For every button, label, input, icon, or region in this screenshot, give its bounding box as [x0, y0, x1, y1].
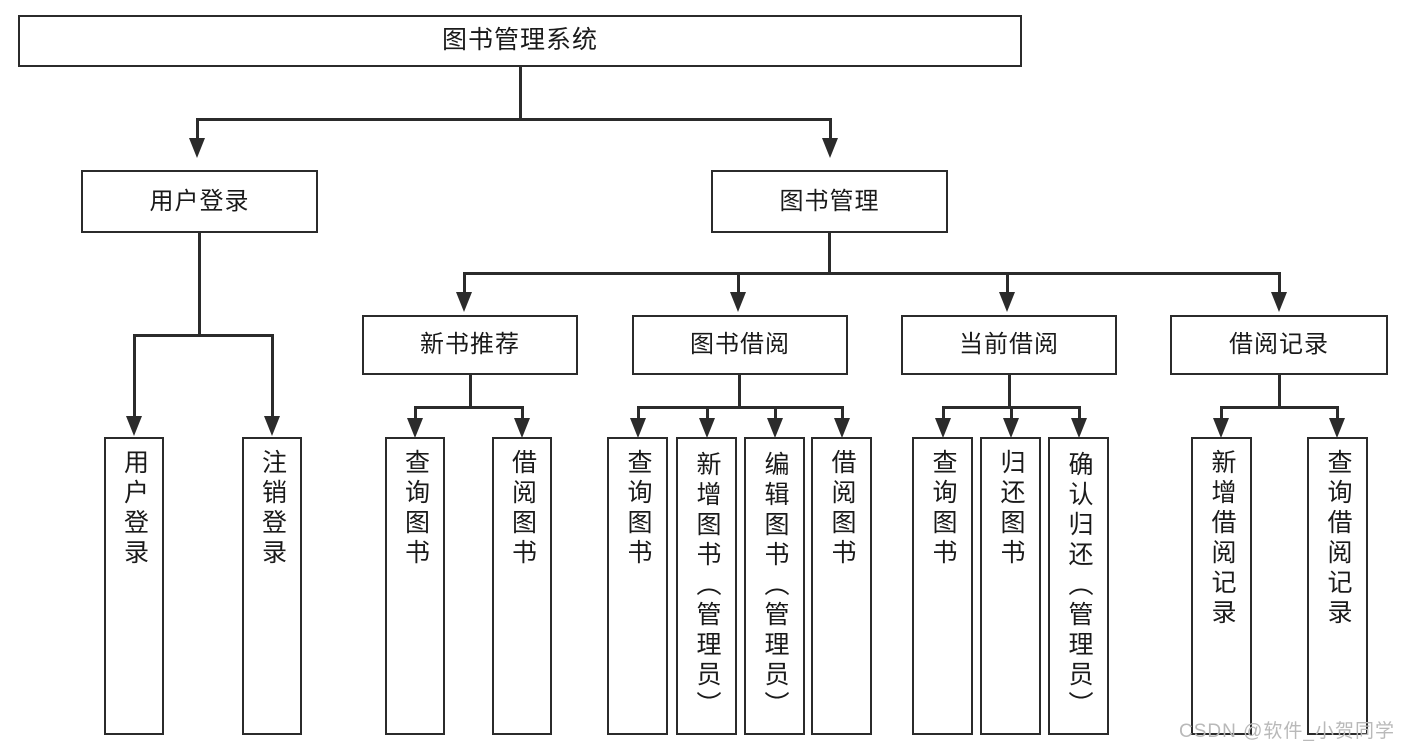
leaf-new-book-rec-1[interactable]: 查询图书 [385, 437, 445, 735]
edge-new-book-rec-to-leaf2 [521, 406, 524, 420]
arrow-to-book-borrow-leaf4 [834, 418, 850, 438]
edge-current-borrow-to-leaf3 [1078, 406, 1081, 420]
arrow-to-book-borrow-leaf2 [699, 418, 715, 438]
node-current-borrow[interactable]: 当前借阅 [901, 315, 1117, 375]
edge-borrow-record-stem [1278, 375, 1281, 408]
node-root[interactable]: 图书管理系统 [18, 15, 1022, 67]
arrow-to-borrow-record-leaf2 [1329, 418, 1345, 438]
node-new-book-rec-label: 新书推荐 [420, 331, 520, 358]
edge-current-borrow-to-leaf2 [1010, 406, 1013, 420]
edge-root-stem [519, 67, 522, 119]
leaf-current-borrow-2-label: 归还图书 [997, 449, 1025, 569]
edge-book-manage-to-book-borrow [737, 272, 740, 294]
edge-user-login-bus [133, 334, 273, 337]
leaf-book-borrow-4[interactable]: 借阅图书 [811, 437, 872, 735]
leaf-current-borrow-1[interactable]: 查询图书 [912, 437, 973, 735]
edge-book-manage-stem [828, 233, 831, 275]
arrow-to-new-book-rec [456, 292, 472, 312]
arrow-to-new-book-rec-leaf2 [514, 418, 530, 438]
leaf-current-borrow-2[interactable]: 归还图书 [980, 437, 1041, 735]
node-book-borrow[interactable]: 图书借阅 [632, 315, 848, 375]
arrow-to-borrow-record [1271, 292, 1287, 312]
leaf-book-borrow-3-label: 编辑图书（管理员） [761, 451, 789, 721]
leaf-book-borrow-2-label: 新增图书（管理员） [693, 451, 721, 721]
node-book-borrow-label: 图书借阅 [690, 331, 790, 358]
edge-book-manage-to-current-borrow [1006, 272, 1009, 294]
leaf-current-borrow-1-label: 查询图书 [929, 449, 957, 569]
arrow-to-book-manage [822, 138, 838, 158]
arrow-to-book-borrow [730, 292, 746, 312]
leaf-book-borrow-1-label: 查询图书 [624, 449, 652, 569]
edge-book-manage-to-new-book-rec [463, 272, 466, 294]
node-user-login[interactable]: 用户登录 [81, 170, 318, 233]
node-book-manage[interactable]: 图书管理 [711, 170, 948, 233]
arrow-to-current-borrow-leaf3 [1071, 418, 1087, 438]
edge-current-borrow-to-leaf1 [942, 406, 945, 420]
arrow-to-new-book-rec-leaf1 [407, 418, 423, 438]
arrow-to-current-borrow [999, 292, 1015, 312]
leaf-borrow-record-2-label: 查询借阅记录 [1324, 449, 1352, 629]
edge-borrow-record-bus [1220, 406, 1338, 409]
leaf-new-book-rec-2-label: 借阅图书 [508, 449, 537, 569]
arrow-to-current-borrow-leaf1 [935, 418, 951, 438]
leaf-user-login-2[interactable]: 注销登录 [242, 437, 302, 735]
edge-current-borrow-stem [1008, 375, 1011, 408]
leaf-current-borrow-3-label: 确认归还（管理员） [1065, 451, 1093, 721]
edge-new-book-rec-to-leaf1 [414, 406, 417, 420]
leaf-user-login-1-label: 用户登录 [120, 449, 149, 569]
edge-user-login-to-leaf1 [133, 334, 136, 418]
arrow-to-user-login-leaf2 [264, 416, 280, 436]
leaf-current-borrow-3[interactable]: 确认归还（管理员） [1048, 437, 1109, 735]
edge-book-borrow-to-leaf3 [774, 406, 777, 420]
leaf-book-borrow-1[interactable]: 查询图书 [607, 437, 668, 735]
arrow-to-current-borrow-leaf2 [1003, 418, 1019, 438]
arrow-to-borrow-record-leaf1 [1213, 418, 1229, 438]
leaf-user-login-2-label: 注销登录 [258, 449, 287, 569]
edge-user-login-to-leaf2 [271, 334, 274, 418]
node-new-book-rec[interactable]: 新书推荐 [362, 315, 578, 375]
node-current-borrow-label: 当前借阅 [959, 331, 1059, 358]
edge-book-manage-to-borrow-record [1278, 272, 1281, 294]
edge-root-to-user-login [196, 118, 199, 140]
leaf-new-book-rec-2[interactable]: 借阅图书 [492, 437, 552, 735]
edge-root-to-book-manage [829, 118, 832, 140]
arrow-to-book-borrow-leaf3 [767, 418, 783, 438]
leaf-borrow-record-2[interactable]: 查询借阅记录 [1307, 437, 1368, 735]
leaf-book-borrow-4-label: 借阅图书 [828, 449, 856, 569]
edge-book-borrow-stem [738, 375, 741, 408]
leaf-borrow-record-1[interactable]: 新增借阅记录 [1191, 437, 1252, 735]
leaf-borrow-record-1-label: 新增借阅记录 [1208, 449, 1236, 629]
edge-book-manage-bus [463, 272, 1281, 275]
edge-book-borrow-to-leaf1 [637, 406, 640, 420]
node-root-label: 图书管理系统 [441, 26, 598, 55]
edge-new-book-rec-stem [469, 375, 472, 408]
arrow-to-user-login [189, 138, 205, 158]
leaf-book-borrow-3[interactable]: 编辑图书（管理员） [744, 437, 805, 735]
edge-book-borrow-bus [637, 406, 844, 409]
node-borrow-record-label: 借阅记录 [1229, 331, 1329, 358]
node-user-login-label: 用户登录 [149, 187, 250, 215]
edge-borrow-record-to-leaf2 [1336, 406, 1339, 420]
arrow-to-book-borrow-leaf1 [630, 418, 646, 438]
arrow-to-user-login-leaf1 [126, 416, 142, 436]
leaf-user-login-1[interactable]: 用户登录 [104, 437, 164, 735]
leaf-new-book-rec-1-label: 查询图书 [401, 449, 430, 569]
node-borrow-record[interactable]: 借阅记录 [1170, 315, 1388, 375]
edge-borrow-record-to-leaf1 [1220, 406, 1223, 420]
leaf-book-borrow-2[interactable]: 新增图书（管理员） [676, 437, 737, 735]
edge-user-login-stem [198, 233, 201, 336]
edge-root-bus [196, 118, 832, 121]
node-book-manage-label: 图书管理 [779, 187, 880, 215]
edge-book-borrow-to-leaf4 [841, 406, 844, 420]
edge-new-book-rec-bus [414, 406, 524, 409]
edge-book-borrow-to-leaf2 [706, 406, 709, 420]
